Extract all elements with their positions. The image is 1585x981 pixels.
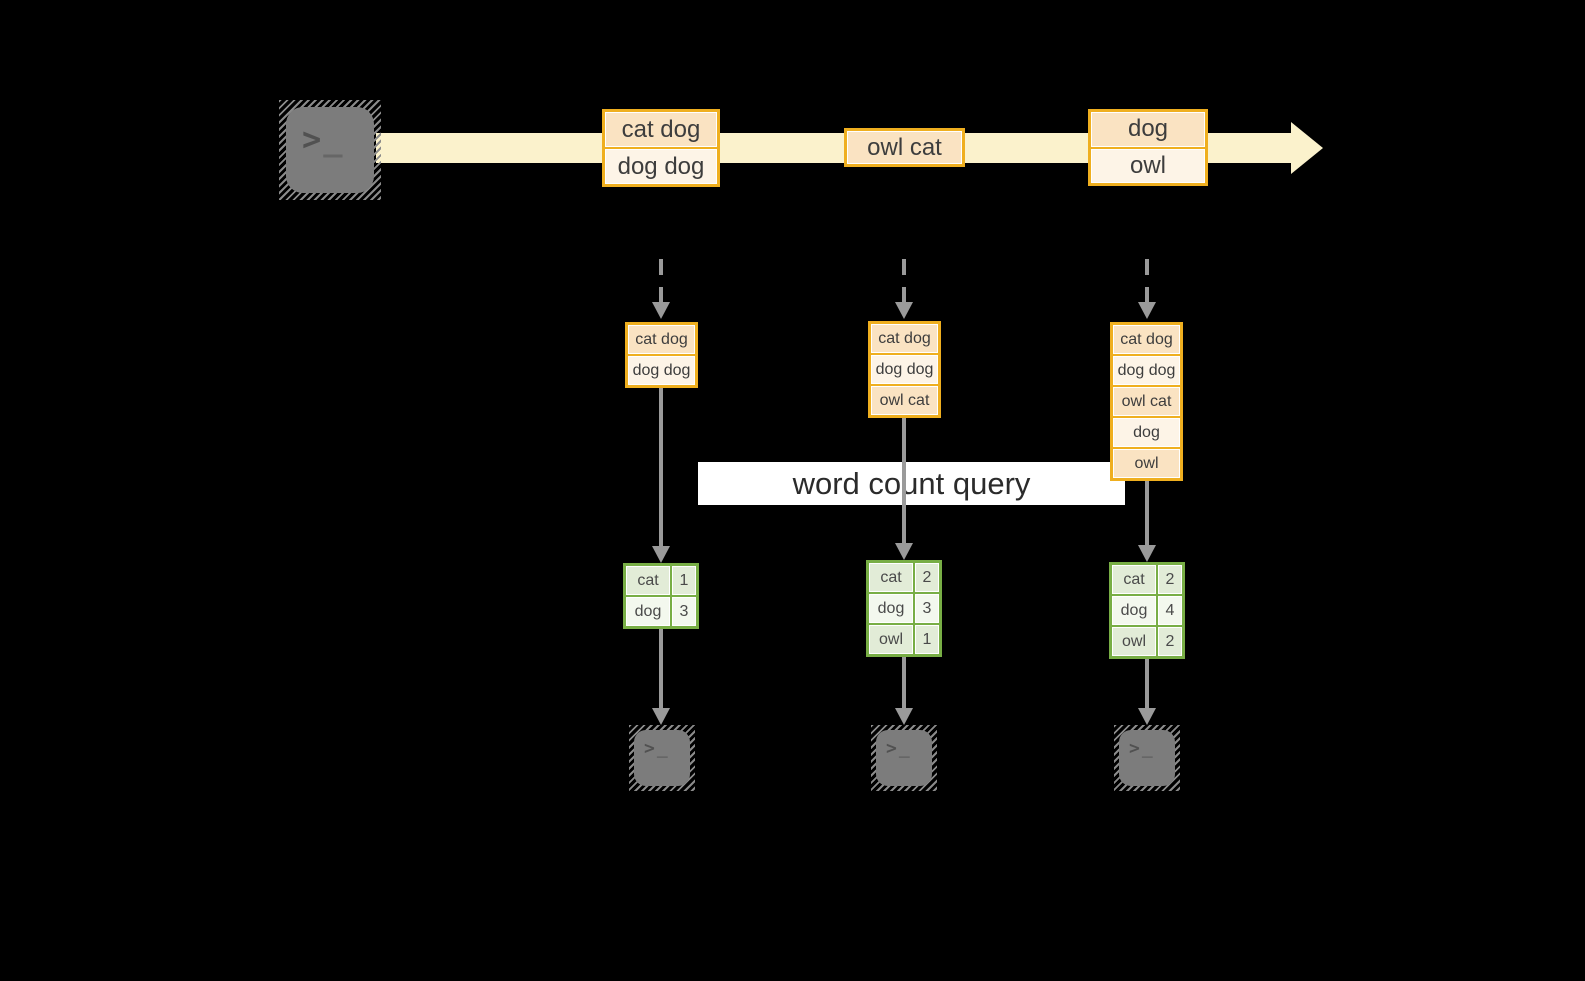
state-row: owl cat [871,386,938,415]
count-value-cell: 3 [915,594,939,623]
state-row: cat dog [1113,325,1180,354]
state-row: cat dog [628,325,695,354]
terminal-body: >_ [286,107,374,193]
prompt-underscore: _ [1141,738,1153,759]
flow-arrow-shaft [902,657,906,708]
prompt-chevron: > [1129,738,1140,759]
count-value-cell: 3 [672,597,696,626]
flow-arrow-shaft [902,418,906,543]
terminal-source-icon: >_ [279,100,381,200]
prompt-chevron: > [644,738,655,759]
batch-row: owl cat [847,131,962,164]
count-word-cell: dog [626,597,670,626]
query-label: word count query [698,462,1125,505]
prompt-icon: >_ [886,740,910,758]
terminal-body: >_ [1119,730,1175,786]
count-word-cell: dog [1112,596,1156,625]
state-stack-2: cat dog dog dog owl cat [868,321,941,418]
flow-arrow-shaft [659,388,663,546]
count-word-cell: cat [626,566,670,595]
state-stack-3: cat dog dog dog owl cat dog owl [1110,322,1183,481]
count-value-cell: 2 [1158,565,1182,594]
prompt-icon: >_ [302,123,343,155]
terminal-body: >_ [634,730,690,786]
dashed-arrow-shaft [902,259,906,303]
count-table-1: cat 1 dog 3 [623,563,699,629]
dashed-arrow-head-icon [652,302,670,319]
prompt-underscore: _ [656,738,668,759]
dashed-arrow-shaft [659,259,663,303]
state-stack-1: cat dog dog dog [625,322,698,388]
count-word-cell: dog [869,594,913,623]
count-word-cell: owl [1112,627,1156,656]
prompt-underscore: _ [323,120,343,158]
batch-row: dog [1091,112,1205,147]
count-word-cell: owl [869,625,913,654]
count-value-cell: 4 [1158,596,1182,625]
state-row: dog dog [628,356,695,385]
prompt-icon: >_ [1129,740,1153,758]
state-row: dog dog [871,355,938,384]
count-value-cell: 1 [672,566,696,595]
state-row: owl [1113,449,1180,478]
count-value-cell: 2 [915,563,939,592]
terminal-sink-icon-3: >_ [1114,725,1180,791]
flow-arrow-head-icon [652,546,670,563]
count-table-2: cat 2 dog 3 owl 1 [866,560,942,657]
state-row: cat dog [871,324,938,353]
stream-batch-1: cat dog dog dog [602,109,720,187]
state-row: dog dog [1113,356,1180,385]
state-row: dog [1113,418,1180,447]
batch-row: owl [1091,148,1205,183]
flow-arrow-shaft [659,629,663,708]
terminal-sink-icon-1: >_ [629,725,695,791]
flow-arrow-head-icon [1138,708,1156,725]
count-value-cell: 1 [915,625,939,654]
count-word-cell: cat [869,563,913,592]
flow-arrow-shaft [1145,481,1149,545]
count-value-cell: 2 [1158,627,1182,656]
flow-arrow-head-icon [1138,545,1156,562]
count-table-3: cat 2 dog 4 owl 2 [1109,562,1185,659]
dashed-arrow-shaft [1145,259,1149,303]
flow-arrow-head-icon [895,543,913,560]
terminal-sink-icon-2: >_ [871,725,937,791]
flow-arrow-shaft [1145,659,1149,708]
stream-batch-3: dog owl [1088,109,1208,186]
prompt-icon: >_ [644,740,668,758]
batch-row: cat dog [605,112,717,147]
dashed-arrow-head-icon [1138,302,1156,319]
prompt-chevron: > [886,738,897,759]
flow-arrow-head-icon [652,708,670,725]
flow-arrow-head-icon [895,708,913,725]
terminal-body: >_ [876,730,932,786]
state-row: owl cat [1113,387,1180,416]
prompt-underscore: _ [898,738,910,759]
stream-arrow-head-icon [1291,122,1323,174]
count-word-cell: cat [1112,565,1156,594]
stream-batch-2: owl cat [844,128,965,167]
dashed-arrow-head-icon [895,302,913,319]
prompt-chevron: > [302,120,322,158]
batch-row: dog dog [605,149,717,184]
